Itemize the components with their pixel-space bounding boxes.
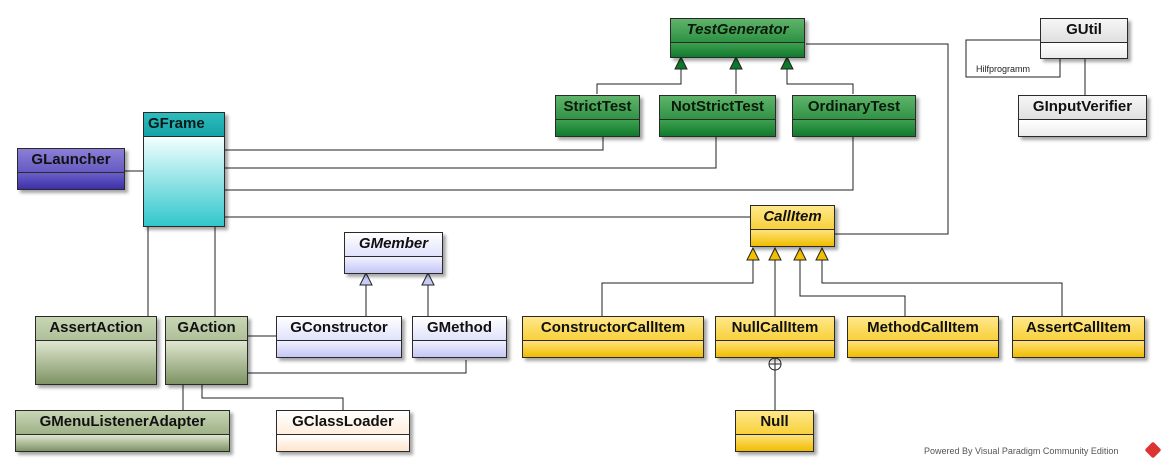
assoc-gframe-ordinarytest bbox=[225, 137, 854, 191]
class-notstricttest[interactable]: NotStrictTest bbox=[659, 95, 776, 137]
gen-constructorcallitem bbox=[601, 260, 754, 316]
class-gutil-name: GUtil bbox=[1041, 19, 1127, 43]
assoc-testgen-callitem bbox=[806, 43, 949, 235]
gen-stricttest bbox=[596, 68, 682, 94]
arrow-gen-gconstructor bbox=[359, 271, 373, 286]
class-ordinarytest-name: OrdinaryTest bbox=[793, 96, 915, 120]
arrow-gen-constructorcallitem bbox=[746, 246, 760, 261]
class-gmethod[interactable]: GMethod bbox=[412, 316, 507, 358]
class-ordinarytest[interactable]: OrdinaryTest bbox=[792, 95, 916, 137]
class-gaction[interactable]: GAction bbox=[165, 316, 248, 385]
class-callitem-name: CallItem bbox=[751, 206, 834, 230]
class-gmember-name: GMember bbox=[345, 233, 442, 257]
class-ginputverifier[interactable]: GInputVerifier bbox=[1018, 95, 1147, 137]
assoc-gframe-notstricttest bbox=[225, 137, 717, 169]
class-assertcallitem[interactable]: AssertCallItem bbox=[1012, 316, 1145, 358]
note-hilfsprogramm: Hilfprogramm bbox=[976, 64, 1031, 74]
arrow-gen-stricttest bbox=[674, 55, 688, 70]
class-nullcallitem[interactable]: NullCallItem bbox=[715, 316, 835, 358]
class-glauncher[interactable]: GLauncher bbox=[17, 148, 125, 190]
class-gconstructor-name: GConstructor bbox=[277, 317, 401, 341]
class-glauncher-name: GLauncher bbox=[18, 149, 124, 173]
class-gconstructor[interactable]: GConstructor bbox=[276, 316, 402, 358]
class-nullcallitem-name: NullCallItem bbox=[716, 317, 834, 341]
class-constructorcallitem-name: ConstructorCallItem bbox=[523, 317, 703, 341]
class-gmenulisteneradapter-name: GMenuListenerAdapter bbox=[16, 411, 229, 435]
class-gmethod-name: GMethod bbox=[413, 317, 506, 341]
class-notstricttest-name: NotStrictTest bbox=[660, 96, 775, 120]
class-gclassloader-name: GClassLoader bbox=[277, 411, 409, 435]
class-stricttest-name: StrictTest bbox=[556, 96, 639, 120]
assoc-gaction-gmethod bbox=[248, 360, 467, 374]
assoc-gutil-note bbox=[965, 39, 1061, 78]
class-assertaction-name: AssertAction bbox=[36, 317, 156, 341]
class-methodcallitem[interactable]: MethodCallItem bbox=[847, 316, 999, 358]
class-gutil[interactable]: GUtil bbox=[1040, 18, 1128, 59]
powered-by-label: Powered By Visual Paradigm Community Edi… bbox=[924, 446, 1119, 456]
class-methodcallitem-name: MethodCallItem bbox=[848, 317, 998, 341]
arrow-gen-methodcallitem bbox=[793, 246, 807, 261]
class-ginputverifier-name: GInputVerifier bbox=[1019, 96, 1146, 120]
class-gmember[interactable]: GMember bbox=[344, 232, 443, 274]
gen-methodcallitem bbox=[799, 260, 906, 316]
gen-ordinarytest bbox=[786, 68, 854, 94]
arrow-gen-gmethod bbox=[421, 271, 435, 286]
class-null[interactable]: Null bbox=[735, 410, 814, 452]
assoc-gaction-gclassloader bbox=[201, 385, 344, 410]
class-constructorcallitem[interactable]: ConstructorCallItem bbox=[522, 316, 704, 358]
class-null-name: Null bbox=[736, 411, 813, 435]
arrow-gen-ordinarytest bbox=[780, 55, 794, 70]
class-gframe-name: GFrame bbox=[144, 113, 224, 137]
arrow-gen-notstricttest bbox=[729, 55, 743, 70]
class-assertaction[interactable]: AssertAction bbox=[35, 316, 157, 385]
assoc-gframe-stricttest bbox=[225, 137, 604, 151]
arrow-gen-nullcallitem bbox=[768, 246, 782, 261]
class-callitem[interactable]: CallItem bbox=[750, 205, 835, 247]
gen-assertcallitem bbox=[821, 260, 1063, 316]
class-testgenerator[interactable]: TestGenerator bbox=[670, 18, 805, 58]
nesting-icon bbox=[768, 357, 782, 371]
class-gframe[interactable]: GFrame bbox=[143, 112, 225, 227]
class-testgenerator-name: TestGenerator bbox=[671, 19, 804, 43]
class-gaction-name: GAction bbox=[166, 317, 247, 341]
class-gmenulisteneradapter[interactable]: GMenuListenerAdapter bbox=[15, 410, 230, 452]
arrow-gen-assertcallitem bbox=[815, 246, 829, 261]
class-assertcallitem-name: AssertCallItem bbox=[1013, 317, 1144, 341]
class-stricttest[interactable]: StrictTest bbox=[555, 95, 640, 137]
class-gclassloader[interactable]: GClassLoader bbox=[276, 410, 410, 452]
